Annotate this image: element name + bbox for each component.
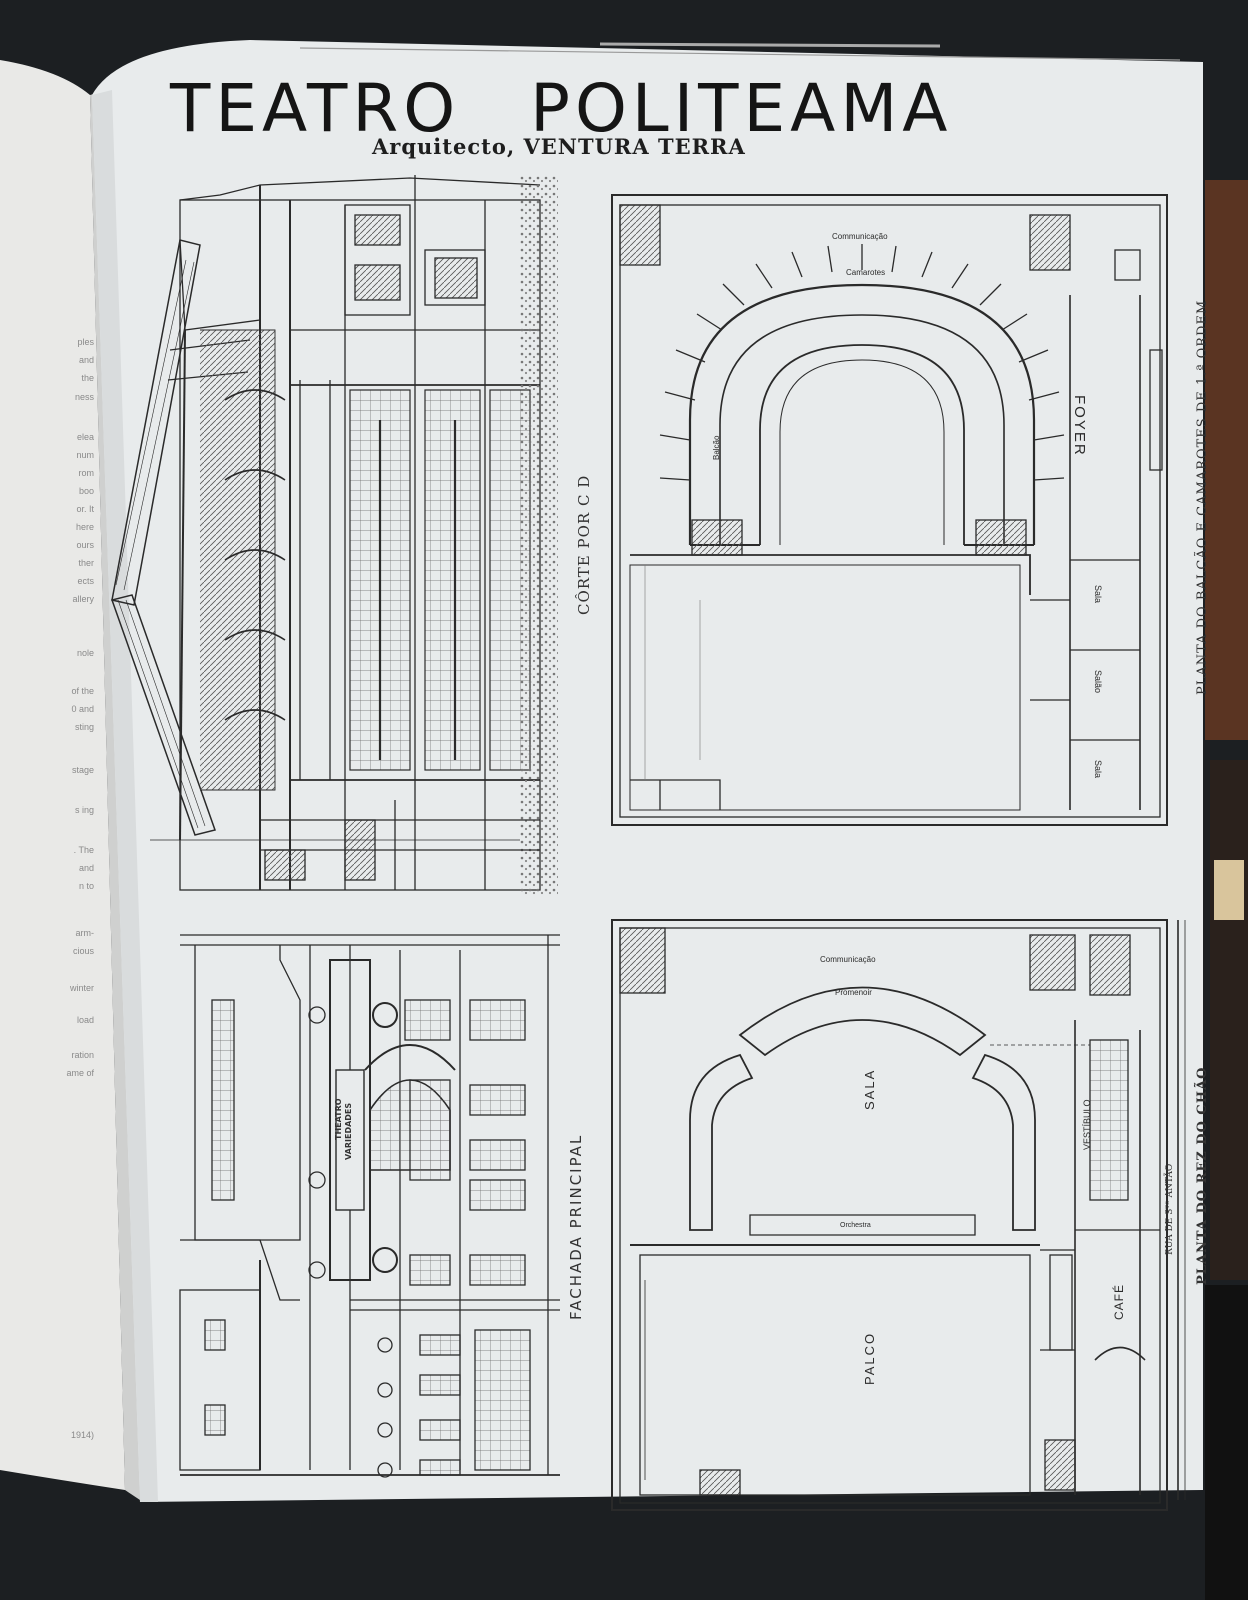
left-page-line: allery bbox=[72, 594, 94, 604]
ground-plan-label-orchestra: Orchestra bbox=[840, 1222, 871, 1229]
left-page-line: 0 and bbox=[71, 704, 94, 714]
upper-plan-label-foyer: FOYER bbox=[1071, 395, 1088, 457]
left-page-line: sting bbox=[74, 722, 94, 732]
title-word-teatro: TEATRO bbox=[170, 70, 461, 147]
left-page-line: or. It bbox=[76, 504, 94, 514]
left-page-line: winter bbox=[69, 983, 94, 993]
ground-plan-label-promenoir: Promenoir bbox=[835, 988, 872, 997]
left-page-line: cious bbox=[72, 946, 94, 956]
left-page-line: n to bbox=[78, 881, 94, 891]
left-page-line: rom bbox=[78, 468, 95, 478]
ground-plan-label-sala: SALA bbox=[862, 1068, 877, 1110]
left-page-line: . The bbox=[73, 845, 94, 855]
left-page-line: ther bbox=[78, 558, 94, 568]
ground-plan-label-palco: PALCO bbox=[862, 1331, 877, 1385]
section-caption: CÔRTE POR C D bbox=[575, 474, 593, 615]
ground-plan-drawing bbox=[611, 919, 1186, 1511]
section-drawing bbox=[111, 175, 558, 895]
facade-sign-theatro: THEATRO bbox=[334, 1098, 343, 1140]
left-page-line: ame of bbox=[66, 1068, 94, 1078]
left-page-line: ples bbox=[77, 337, 94, 347]
upper-plan-label-sala-1: Sala bbox=[1093, 585, 1103, 604]
sheet-subtitle: Arquitecto, VENTURA TERRA bbox=[372, 134, 746, 159]
left-page-line: 1914) bbox=[70, 1430, 94, 1440]
upper-plan-drawing bbox=[611, 194, 1168, 826]
facade-drawing bbox=[179, 934, 560, 1478]
ground-plan-label-communicacao: Communicação bbox=[820, 955, 876, 964]
street-label: RUA DE Sᵀᴼ ANTÃO bbox=[1165, 1163, 1175, 1255]
left-page-line: boo bbox=[78, 486, 94, 496]
left-page-line: of the bbox=[71, 686, 94, 696]
left-page bbox=[0, 60, 140, 1500]
upper-plan-label-camarotes: Camarotes bbox=[846, 268, 886, 277]
upper-plan-label-sala-3: Sala bbox=[1093, 760, 1103, 779]
ground-plan-label-vestibulo: VESTÍBULO bbox=[1082, 1099, 1092, 1150]
left-page-line: load bbox=[76, 1015, 94, 1025]
upper-plan-label-balcao: Balcão bbox=[712, 435, 721, 460]
ground-plan-label-cafe: CAFÉ bbox=[1112, 1283, 1126, 1320]
left-page-line: ours bbox=[76, 540, 94, 550]
ground-plan-caption: PLANTA DO REZ DO CHÃO bbox=[1195, 1066, 1210, 1285]
left-page-line: the bbox=[81, 373, 94, 383]
facade-sign-variedades: VARIEDADES bbox=[344, 1102, 353, 1160]
left-page-line: and bbox=[78, 863, 94, 873]
upper-plan-label-communicacao: Communicação bbox=[832, 232, 888, 241]
facade-caption: FACHADA PRINCIPAL bbox=[567, 1133, 585, 1320]
left-page-line: ects bbox=[77, 576, 94, 586]
left-page-line: nole bbox=[76, 648, 94, 658]
upper-plan-caption: PLANTA DO BALCÃO E CAMAROTES DE 1.ª ORDE… bbox=[1195, 299, 1210, 695]
left-page-line: here bbox=[75, 522, 94, 532]
left-page-line: num bbox=[76, 450, 94, 460]
left-page-line: arm- bbox=[75, 928, 95, 938]
left-page-line: ness bbox=[74, 392, 94, 402]
left-page-line: ration bbox=[71, 1050, 94, 1060]
left-page-line: elea bbox=[76, 432, 94, 442]
upper-plan-label-sala-2: Salão bbox=[1093, 670, 1103, 694]
left-page-line: stage bbox=[71, 765, 94, 775]
title-word-politeama: POLITEAMA bbox=[530, 70, 953, 147]
left-page-line: s ing bbox=[74, 805, 94, 815]
left-page-line: and bbox=[78, 355, 94, 365]
